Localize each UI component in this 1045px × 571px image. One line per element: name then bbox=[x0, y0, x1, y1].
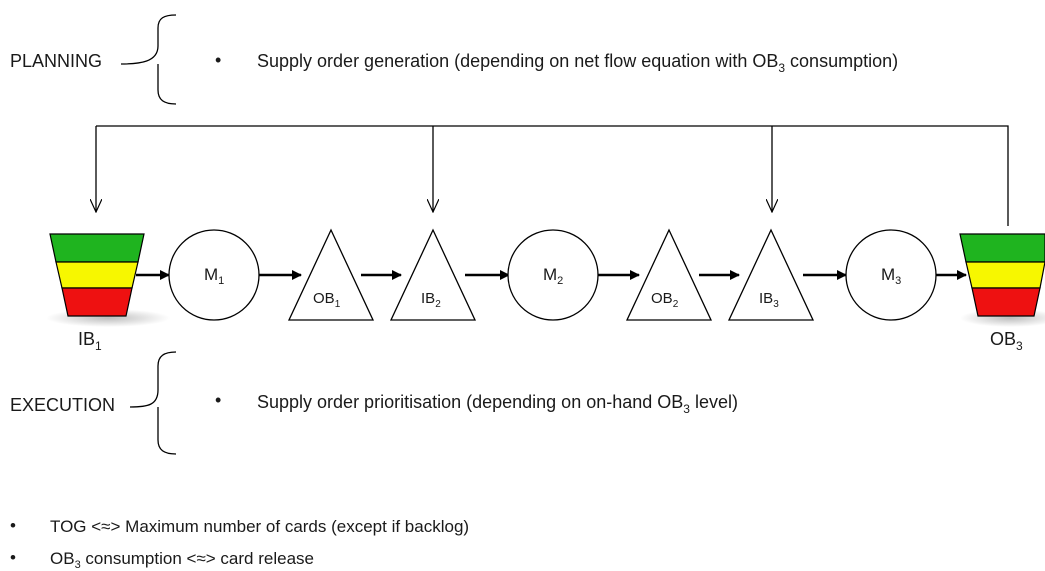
ib2-label: IB2 bbox=[421, 290, 441, 310]
buffer-ob1 bbox=[287, 228, 375, 321]
planning-brace bbox=[120, 14, 177, 105]
planning-description: Supply order generation (depending on ne… bbox=[257, 51, 898, 75]
ib3-label: IB3 bbox=[759, 290, 779, 310]
buffer-ib1 bbox=[46, 233, 170, 327]
machine-m3 bbox=[845, 229, 937, 321]
machine-m1 bbox=[168, 229, 260, 321]
buffer-ib1-green-zone bbox=[49, 233, 145, 263]
buffer-ob3 bbox=[959, 233, 1045, 327]
ob3-label: OB3 bbox=[990, 329, 1023, 353]
execution-bullet: • bbox=[215, 390, 221, 410]
buffer-ib3 bbox=[727, 228, 815, 321]
buffer-ob2 bbox=[625, 228, 713, 321]
note-consumption-release: OB3 consumption <≈> card release bbox=[50, 549, 314, 571]
planning-feedback-line bbox=[96, 125, 1009, 226]
buffer-ib2 bbox=[389, 228, 477, 321]
m1-label: M1 bbox=[204, 265, 224, 287]
planning-label: PLANNING bbox=[10, 51, 102, 71]
ib1-label: IB1 bbox=[78, 329, 102, 353]
m2-label: M2 bbox=[543, 265, 563, 287]
buffer-ob3-green-zone bbox=[959, 233, 1045, 263]
note-bullet: • bbox=[10, 516, 16, 535]
planning-bullet: • bbox=[215, 50, 221, 70]
buffer-ib1-red-zone bbox=[61, 287, 133, 317]
buffer-ib1-yellow-zone bbox=[55, 261, 139, 289]
buffer-ob3-yellow-zone bbox=[965, 261, 1045, 289]
m3-label: M3 bbox=[881, 265, 901, 287]
execution-description: Supply order prioritisation (depending o… bbox=[257, 392, 738, 416]
note-bullet: • bbox=[10, 548, 16, 567]
machine-m2 bbox=[507, 229, 599, 321]
ob2-label: OB2 bbox=[651, 290, 679, 310]
execution-brace bbox=[129, 351, 177, 455]
buffer-ob3-red-zone bbox=[971, 287, 1041, 317]
ob1-label: OB1 bbox=[313, 290, 341, 310]
note-tog-cards: TOG <≈> Maximum number of cards (except … bbox=[50, 517, 469, 536]
execution-label: EXECUTION bbox=[10, 395, 115, 415]
